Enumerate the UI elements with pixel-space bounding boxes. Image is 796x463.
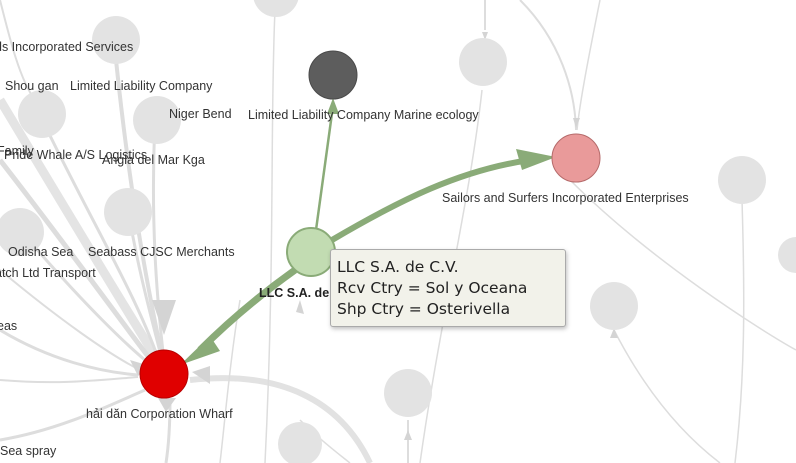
tooltip-title: LLC S.A. de C.V. [337,258,459,276]
graph-node[interactable] [253,0,299,17]
background-labels: ds Incorporated Services Shou gan Limite… [0,40,235,458]
graph-node[interactable] [0,208,44,256]
graph-node[interactable] [92,16,140,64]
node-label-hai-dan: hải dăn Corporation Wharf [86,407,233,421]
node-label: Seabass CJSC Merchants [88,245,235,259]
node-hai-dan[interactable] [139,349,189,399]
graph-node[interactable] [384,369,432,417]
node-label-sailors-surfers: Sailors and Surfers Incorporated Enterpr… [442,191,689,205]
graph-node[interactable] [590,282,638,330]
node-label: Limited Liability Company [70,79,213,93]
node-label: Sea spray [0,444,57,458]
node-label-marine-ecology: Limited Liability Company Marine ecology [248,108,479,122]
node-label: Family [0,144,35,158]
graph-node[interactable] [459,38,507,86]
node-label: Niger Bend [169,107,232,121]
node-label: ds Incorporated Services [0,40,133,54]
node-label: Pride Whale A/S Logistics [4,148,147,162]
edge-llc-to-marine [314,105,335,231]
tooltip-ship-country: Shp Ctry = Osterivella [337,300,511,318]
node-label: Odisha Sea [8,245,73,259]
node-marine-ecology[interactable] [308,50,358,100]
node-label: Angla del Mar Kga [102,153,205,167]
graph-node[interactable] [133,96,181,144]
background-arrowheads [130,32,748,440]
edge-llc-to-haidan [197,267,298,353]
active-arrowheads [180,98,556,365]
node-tooltip: LLC S.A. de C.V. Rcv Ctry = Sol y Oceana… [330,249,566,327]
node-sailors-surfers[interactable] [551,133,601,183]
node-label-llc-sa: LLC S.A. de [259,286,329,300]
node-label: atch Ltd Transport [0,266,96,280]
graph-node[interactable] [718,156,766,204]
node-label: eas [0,319,17,333]
node-llc-sa[interactable] [286,227,336,277]
graph-node[interactable] [278,422,322,463]
graph-node[interactable] [104,188,152,236]
tooltip-receive-country: Rcv Ctry = Sol y Oceana [337,279,528,297]
edge-llc-to-sailors [330,157,531,243]
graph-node[interactable] [18,90,66,138]
node-label: Shou gan [5,79,59,93]
graph-node[interactable] [778,237,796,273]
